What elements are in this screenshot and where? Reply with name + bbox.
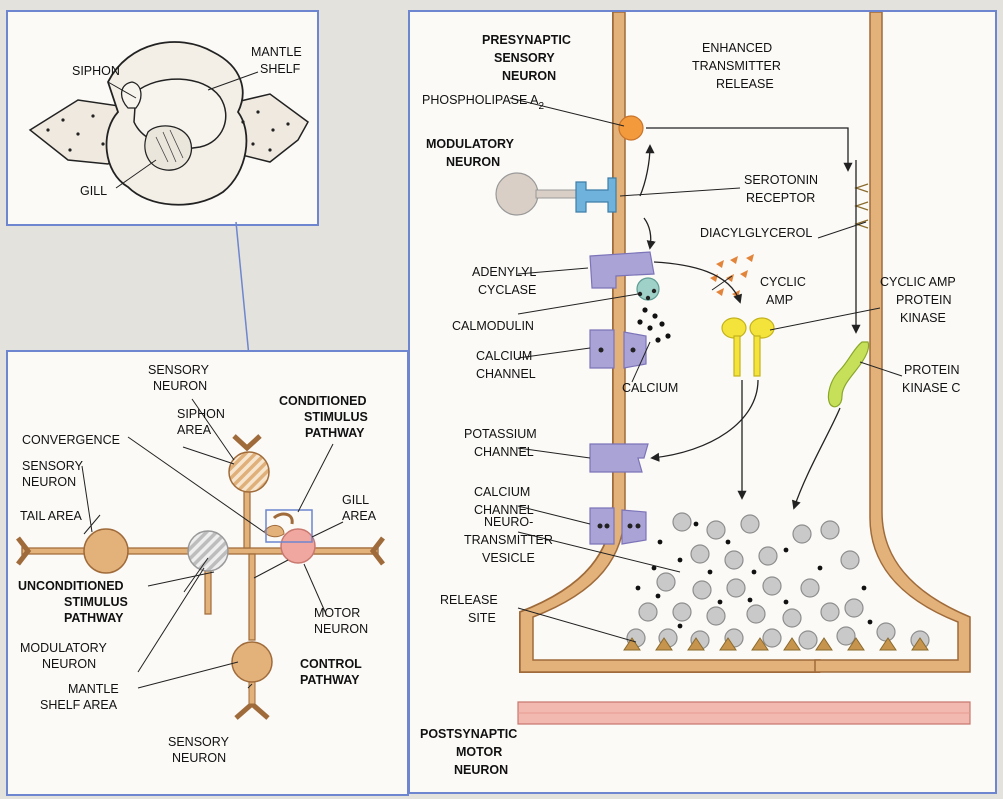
label-calcium-channel-bottom-2: CHANNEL <box>474 503 534 517</box>
label-presynaptic-2: SENSORY <box>494 51 555 65</box>
sensory-neuron-mantle <box>231 641 273 683</box>
label-vesicle-3: VESICLE <box>482 551 535 565</box>
label-conditioned-2: STIMULUS <box>304 410 368 424</box>
label-mantle-shelf-area-2: SHELF AREA <box>40 698 118 712</box>
gill-label: GILL <box>80 184 107 198</box>
presynaptic-right-wall <box>814 11 971 673</box>
modulatory-neuron <box>187 530 229 572</box>
label-postsynaptic-3: NEURON <box>454 763 508 777</box>
label-tail-area: TAIL AREA <box>20 509 82 523</box>
mantle-label: MANTLE <box>251 45 302 59</box>
label-enhanced-1: ENHANCED <box>702 41 772 55</box>
label-adenylyl-1: ADENYLYL <box>472 265 536 279</box>
motor-neuron <box>280 528 316 564</box>
label-diacylglycerol: DIACYLGLYCEROL <box>700 226 812 240</box>
label-camp-kinase-2: PROTEIN <box>896 293 952 307</box>
label-camp-kinase-1: CYCLIC AMP <box>880 275 956 289</box>
label-potassium-1: POTASSIUM <box>464 427 537 441</box>
release-sites <box>623 637 929 651</box>
label-protein-kinase-c-1: PROTEIN <box>904 363 960 377</box>
label-postsynaptic-1: POSTSYNAPTIC <box>420 727 517 741</box>
label-postsynaptic-2: MOTOR <box>456 745 502 759</box>
circuit-diagram: SENSORY NEURON SIPHON AREA CONDITIONED S… <box>16 363 385 765</box>
label-camp-kinase-3: KINASE <box>900 311 946 325</box>
aplysia-panel: SIPHON MANTLE SHELF GILL <box>6 10 319 226</box>
synaptic-calcium-ions <box>635 521 873 629</box>
label-sensory-neuron-bottom-2: NEURON <box>172 751 226 765</box>
label-vesicle-2: TRANSMITTER <box>464 533 553 547</box>
label-calcium: CALCIUM <box>622 381 678 395</box>
label-sensory-neuron-left-2: NEURON <box>22 475 76 489</box>
synapse-highlight-box <box>265 509 313 543</box>
calcium-ions <box>637 307 671 343</box>
label-siphon-area-2: AREA <box>177 423 212 437</box>
potassium-channel <box>589 443 649 473</box>
label-serotonin-2: RECEPTOR <box>746 191 815 205</box>
label-modulatory-1: MODULATORY <box>426 137 515 151</box>
adenylyl-cyclase <box>589 251 655 289</box>
label-calcium-channel-top-1: CALCIUM <box>476 349 532 363</box>
label-potassium-2: CHANNEL <box>474 445 534 459</box>
label-cyclic-amp-2: AMP <box>766 293 793 307</box>
label-modulatory-neuron-2: NEURON <box>42 657 96 671</box>
label-enhanced-3: RELEASE <box>716 77 774 91</box>
label-release-site-1: RELEASE <box>440 593 498 607</box>
label-control-2: PATHWAY <box>300 673 360 687</box>
label-adenylyl-2: CYCLASE <box>478 283 536 297</box>
label-sensory-neuron-left-1: SENSORY <box>22 459 84 473</box>
label-presynaptic-1: PRESYNAPTIC <box>482 33 571 47</box>
serotonin-receptor <box>575 177 617 213</box>
label-convergence: CONVERGENCE <box>22 433 120 447</box>
shelf-label: SHELF <box>260 62 301 76</box>
gill <box>144 125 193 171</box>
diacylglycerol-marks <box>854 183 869 229</box>
label-modulatory-neuron-1: MODULATORY <box>20 641 107 655</box>
label-control-1: CONTROL <box>300 657 362 671</box>
phospholipase-a2 <box>618 115 644 141</box>
label-motor-neuron-1: MOTOR <box>314 606 360 620</box>
label-sensory-neuron-bottom-1: SENSORY <box>168 735 230 749</box>
label-motor-neuron-2: NEURON <box>314 622 368 636</box>
label-unconditioned-1: UNCONDITIONED <box>18 579 124 593</box>
label-release-site-2: SITE <box>468 611 496 625</box>
label-sensory-neuron-top-2: NEURON <box>153 379 207 393</box>
label-unconditioned-3: PATHWAY <box>64 611 124 625</box>
label-conditioned-1: CONDITIONED <box>279 394 367 408</box>
label-gill-area-1: GILL <box>342 493 369 507</box>
label-unconditioned-2: STIMULUS <box>64 595 128 609</box>
label-gill-area-2: AREA <box>342 509 377 523</box>
label-presynaptic-3: NEURON <box>502 69 556 83</box>
sensory-neuron-siphon <box>228 451 270 493</box>
label-phospholipase: PHOSPHOLIPASE A2 <box>422 93 544 112</box>
synapse-panel: PRESYNAPTIC SENSORY NEURON PHOSPHOLIPASE… <box>408 10 997 794</box>
synapse-diagram: PRESYNAPTIC SENSORY NEURON PHOSPHOLIPASE… <box>420 11 971 777</box>
circuit-panel: SENSORY NEURON SIPHON AREA CONDITIONED S… <box>6 350 409 796</box>
label-siphon-area-1: SIPHON <box>177 407 225 421</box>
label-sensory-neuron-top-1: SENSORY <box>148 363 210 377</box>
calcium-channel-top <box>589 329 647 369</box>
label-mantle-shelf-area-1: MANTLE <box>68 682 119 696</box>
siphon-label: SIPHON <box>72 64 120 78</box>
label-enhanced-2: TRANSMITTER <box>692 59 781 73</box>
label-protein-kinase-c-2: KINASE C <box>902 381 960 395</box>
label-modulatory-2: NEURON <box>446 155 500 169</box>
sensory-neuron-tail <box>83 528 129 574</box>
label-serotonin-1: SEROTONIN <box>744 173 818 187</box>
label-vesicle-1: NEURO- <box>484 515 533 529</box>
label-conditioned-3: PATHWAY <box>305 426 365 440</box>
modulatory-neuron-body <box>495 172 539 216</box>
label-cyclic-amp-1: CYCLIC <box>760 275 806 289</box>
camp-protein-kinase <box>721 317 775 377</box>
aplysia-illustration: SIPHON MANTLE SHELF GILL <box>28 41 309 206</box>
calcium-channel-bottom <box>589 507 647 545</box>
label-calmodulin: CALMODULIN <box>452 319 534 333</box>
label-calcium-channel-top-2: CHANNEL <box>476 367 536 381</box>
protein-kinase-c <box>827 341 870 408</box>
label-calcium-channel-bottom-1: CALCIUM <box>474 485 530 499</box>
